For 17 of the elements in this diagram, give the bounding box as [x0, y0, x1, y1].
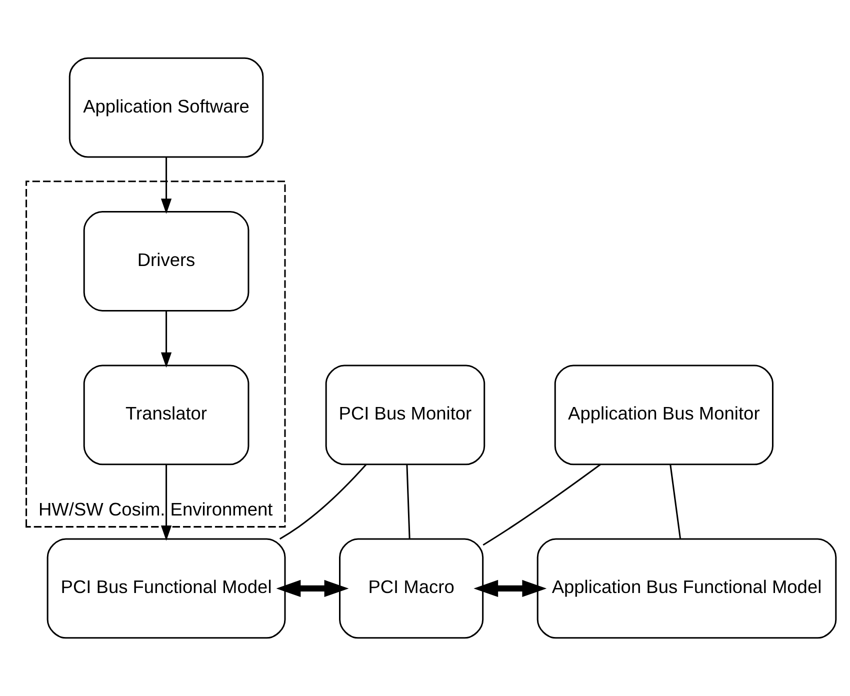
- node-box: Drivers: [83, 211, 250, 312]
- arrow: [276, 580, 349, 597]
- node-box: Translator: [83, 364, 250, 466]
- node-box: Application Bus Functional Model: [536, 538, 837, 639]
- node-box: PCI Macro: [339, 538, 484, 639]
- node-box: Application Software: [68, 57, 264, 158]
- arrow: [474, 580, 547, 597]
- connector: [482, 464, 601, 546]
- node-box: PCI Bus Functional Model: [46, 538, 286, 639]
- arrow: [160, 310, 172, 368]
- connector: [406, 464, 410, 538]
- arrow: [160, 157, 172, 214]
- node-box: PCI Bus Monitor: [325, 364, 486, 466]
- arrow: [160, 464, 172, 541]
- connector: [670, 464, 682, 539]
- node-box: Application Bus Monitor: [554, 364, 774, 466]
- connector: [279, 464, 367, 540]
